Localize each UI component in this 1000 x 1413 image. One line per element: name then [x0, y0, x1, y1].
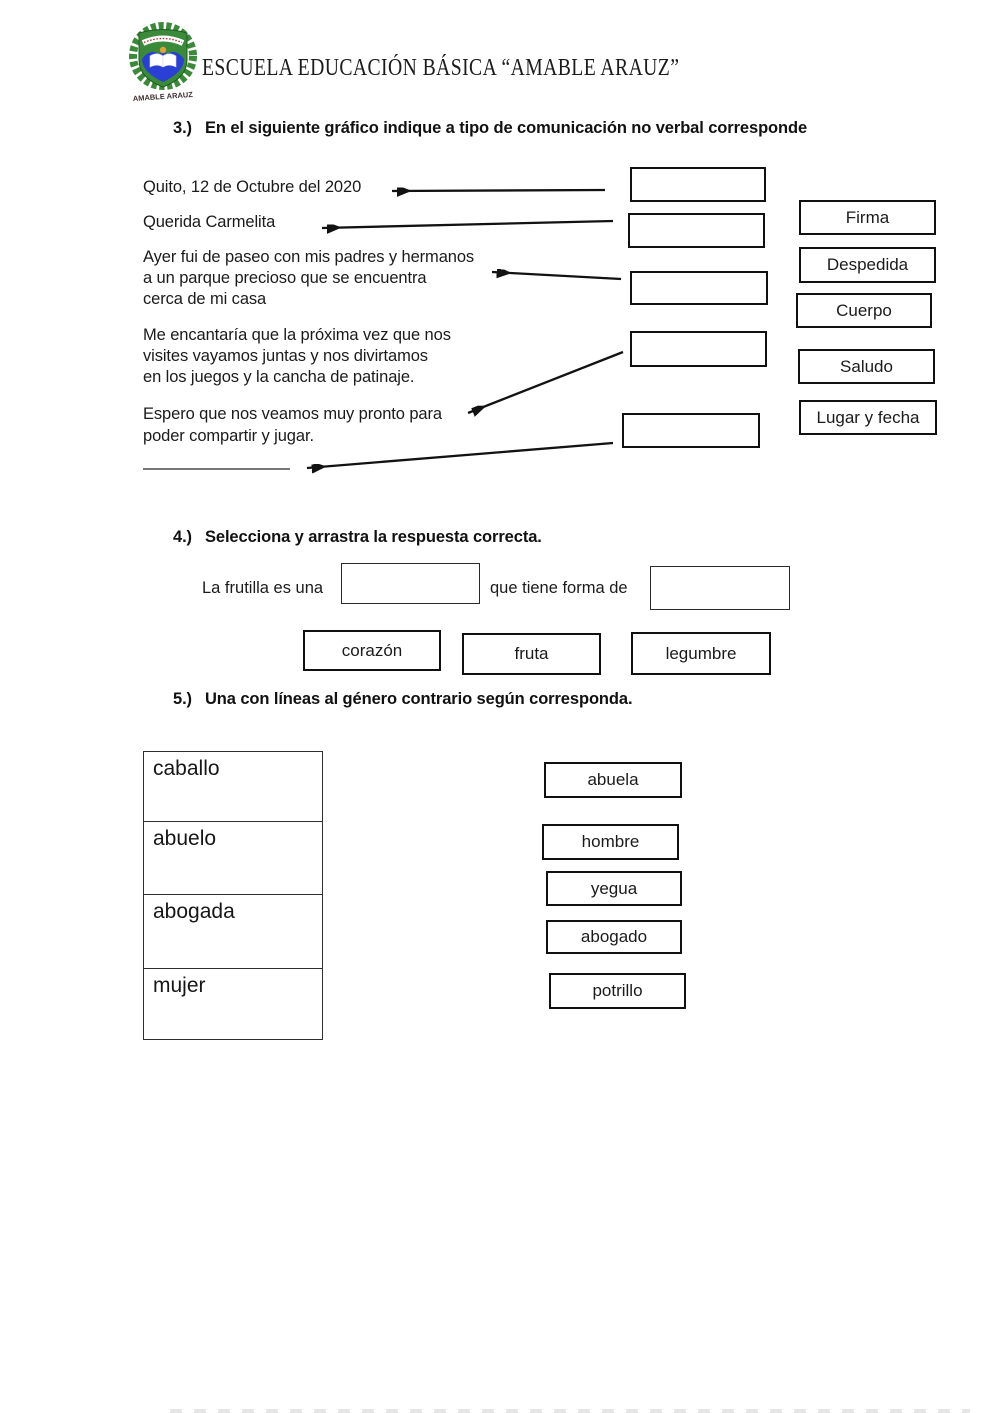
- match-option-yegua[interactable]: yegua: [546, 871, 682, 906]
- option-text: corazón: [341, 640, 403, 660]
- answer-dropbox-3[interactable]: [630, 271, 768, 305]
- letter-line: Querida Carmelita: [143, 213, 276, 231]
- section4-title: Selecciona y arrastra la respuesta corre…: [204, 528, 542, 546]
- logo-book-left: [149, 53, 164, 68]
- label-box-lugar-y-fecha[interactable]: Lugar y fecha: [799, 400, 937, 435]
- label-text: Firma: [845, 207, 890, 227]
- page-bottom-cutoff-print: [170, 1409, 970, 1413]
- letter-line: Quito, 12 de Octubre del 2020: [143, 178, 362, 196]
- label-box-saludo[interactable]: Saludo: [798, 349, 935, 384]
- sentence-prefix: La frutilla es una: [202, 579, 324, 597]
- match-word-mujer[interactable]: mujer: [144, 969, 322, 1038]
- option-legumbre[interactable]: legumbre: [631, 632, 771, 675]
- answer-dropbox-1[interactable]: [630, 167, 766, 202]
- label-box-firma[interactable]: Firma: [799, 200, 936, 235]
- arrow-4: [467, 350, 624, 413]
- blank-field-2[interactable]: [650, 566, 790, 610]
- option-text: fruta: [514, 644, 549, 663]
- match-option-text: potrillo: [592, 981, 643, 1000]
- letter-line: cerca de mi casa: [143, 290, 267, 308]
- answer-dropbox-2[interactable]: [628, 213, 765, 248]
- label-text: Despedida: [826, 255, 909, 274]
- match-option-text: hombre: [581, 832, 640, 851]
- match-option-abuela[interactable]: abuela: [544, 762, 682, 798]
- school-name: ESCUELA EDUCACIÓN BÁSICA “AMABLE ARAUZ”: [202, 55, 680, 81]
- match-word-abuelo[interactable]: abuelo: [144, 822, 322, 895]
- arrow-2: [321, 219, 614, 228]
- match-word-abogada[interactable]: abogada: [144, 895, 322, 969]
- letter-line: Ayer fui de paseo con mis padres y herma…: [143, 248, 475, 266]
- letter-line: poder compartir y jugar.: [143, 427, 314, 445]
- match-table: caballo abuelo abogada mujer: [143, 751, 323, 1040]
- letter-line: Me encantaría que la próxima vez que nos: [143, 326, 451, 344]
- arrow-3: [491, 272, 622, 279]
- logo-caption: AMABLE ARAUZ: [133, 90, 194, 102]
- match-word-text: caballo: [153, 757, 220, 780]
- logo-book-right: [162, 53, 177, 68]
- match-word-caballo[interactable]: caballo: [144, 752, 322, 822]
- sentence-infix: que tiene forma de: [490, 579, 628, 597]
- option-fruta[interactable]: fruta: [462, 633, 601, 675]
- label-text: Lugar y fecha: [816, 407, 920, 427]
- section5-title: Una con líneas al género contrario según…: [204, 690, 633, 708]
- match-option-text: abogado: [580, 927, 648, 946]
- label-box-cuerpo[interactable]: Cuerpo: [796, 293, 932, 328]
- answer-dropbox-5[interactable]: [622, 413, 760, 448]
- section4-heading: 4.) Selecciona y arrastra la respuesta c…: [173, 528, 542, 547]
- arrow-5: [306, 441, 614, 468]
- label-text: Saludo: [840, 356, 893, 376]
- arrow-1: [391, 190, 606, 191]
- section3-title: En el siguiente gráfico indique a tipo d…: [204, 119, 808, 137]
- match-option-potrillo[interactable]: potrillo: [549, 973, 686, 1009]
- label-box-despedida[interactable]: Despedida: [799, 247, 936, 283]
- letter-line: en los juegos y la cancha de patinaje.: [143, 368, 415, 386]
- section3-number: 3.): [173, 119, 192, 137]
- match-word-text: abogada: [153, 900, 235, 923]
- match-word-text: mujer: [153, 974, 206, 997]
- option-text: legumbre: [665, 643, 737, 663]
- section3-heading: 3.) En el siguiente gráfico indique a ti…: [173, 119, 807, 138]
- match-option-abogado[interactable]: abogado: [546, 920, 682, 954]
- letter-line: visites vayamos juntas y nos divirtamos: [143, 347, 428, 365]
- section5-heading: 5.) Una con líneas al género contrario s…: [173, 690, 633, 709]
- letter-line: Espero que nos veamos muy pronto para: [143, 405, 442, 423]
- match-word-text: abuelo: [153, 827, 217, 850]
- match-option-hombre[interactable]: hombre: [542, 824, 679, 860]
- section5-number: 5.): [173, 690, 192, 708]
- match-option-text: abuela: [587, 770, 639, 789]
- logo-gold-emblem: [159, 46, 167, 54]
- answer-dropbox-4[interactable]: [630, 331, 767, 367]
- logo-band-text: [143, 37, 183, 44]
- section4-number: 4.): [173, 528, 192, 546]
- blank-field-1[interactable]: [341, 563, 480, 604]
- school-logo: AMABLE ARAUZ: [129, 22, 197, 102]
- label-text: Cuerpo: [836, 300, 892, 320]
- option-corazon[interactable]: corazón: [303, 630, 441, 671]
- match-option-text: yegua: [590, 878, 638, 898]
- letter-line: a un parque precioso que se encuentra: [143, 269, 427, 287]
